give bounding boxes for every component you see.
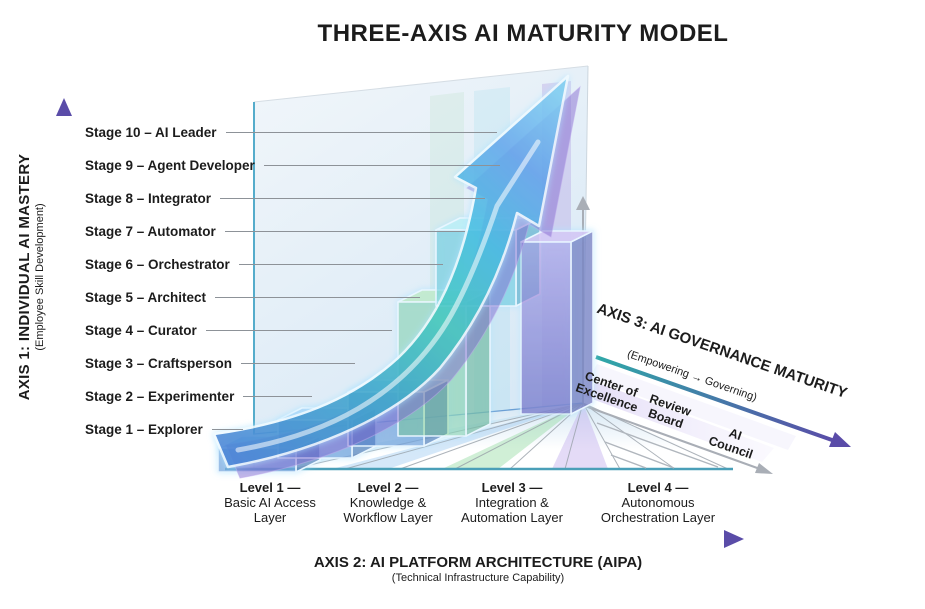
level-2-label: Level 2 — Knowledge & Workflow Layer <box>343 480 433 525</box>
ascending-arrow-body <box>212 74 570 469</box>
stage-label: Stage 6 – Orchestrator <box>85 256 230 272</box>
stage-row: Stage 5 – Architect <box>85 287 420 307</box>
axis2-subtitle: (Technical Infrastructure Capability) <box>391 572 565 584</box>
stage-row: Stage 3 – Craftsperson <box>85 353 355 373</box>
stage-label: Stage 7 – Automator <box>85 223 216 239</box>
stage-row: Stage 2 – Experimenter <box>85 386 312 406</box>
governance-panel <box>584 364 796 474</box>
level-3-label: Level 3 — Integration & Automation Layer <box>461 480 563 525</box>
level-1-label: Level 1 — Basic AI Access Layer <box>224 480 316 525</box>
stage-label: Stage 8 – Integrator <box>85 190 212 206</box>
axis1-arrow <box>56 98 72 463</box>
level-4-label: Level 4 — Autonomous Orchestration Layer <box>600 480 716 525</box>
ascending-arrow <box>212 74 581 479</box>
page-title: THREE-AXIS AI MATURITY MODEL <box>317 20 729 47</box>
stage-row: Stage 6 – Orchestrator <box>85 254 443 274</box>
axis2-arrow <box>216 530 744 548</box>
ascending-arrow-gloss <box>235 139 541 453</box>
stage-leader-line <box>225 131 497 133</box>
axis3-arrow <box>595 355 851 447</box>
stage-label: Stage 1 – Explorer <box>85 421 203 437</box>
stage-row: Stage 9 – Agent Developer <box>85 155 500 175</box>
axis2-label-block: AXIS 2: AI PLATFORM ARCHITECTURE (AIPA) … <box>314 554 642 584</box>
stage-leader-line <box>238 263 443 265</box>
stage-label: Stage 2 – Experimenter <box>85 388 235 404</box>
stage-leader-line <box>220 197 485 199</box>
stage-leader-line <box>224 230 465 232</box>
axis1-label-block: AXIS 1: INDIVIDUAL AI MASTERY (Employee … <box>16 154 46 401</box>
floor-band-green <box>442 403 583 469</box>
axis1-subtitle: (Employee Skill Development) <box>34 203 46 351</box>
stage-row: Stage 4 – Curator <box>85 320 392 340</box>
governance-baseline-arrow <box>584 405 773 474</box>
stage-leader-line <box>211 428 243 430</box>
stage-label: Stage 9 – Agent Developer <box>85 157 255 173</box>
stage-label: Stage 4 – Curator <box>85 322 197 338</box>
stage-row: Stage 8 – Integrator <box>85 188 485 208</box>
stage-leader-line <box>241 362 355 364</box>
axis2-title: AXIS 2: AI PLATFORM ARCHITECTURE (AIPA) <box>313 554 643 571</box>
floor-band-purple <box>552 403 608 469</box>
stage-label: Stage 5 – Architect <box>85 289 207 305</box>
stage-label: Stage 10 – AI Leader <box>85 124 217 140</box>
axis1-title: AXIS 1: INDIVIDUAL AI MASTERY <box>16 153 33 401</box>
step-6-purple-column <box>520 230 594 415</box>
stage-row: Stage 7 – Automator <box>85 221 465 241</box>
stage-leader-line <box>205 329 392 331</box>
stage-label: Stage 3 – Craftsperson <box>85 355 233 371</box>
stage-leader-line <box>215 296 420 298</box>
stage-row: Stage 1 – Explorer <box>85 419 243 439</box>
stage-leader-line <box>243 395 312 397</box>
stage-leader-line <box>263 164 500 166</box>
stage-row: Stage 10 – AI Leader <box>85 122 497 142</box>
governance-grid-lines <box>596 422 719 469</box>
